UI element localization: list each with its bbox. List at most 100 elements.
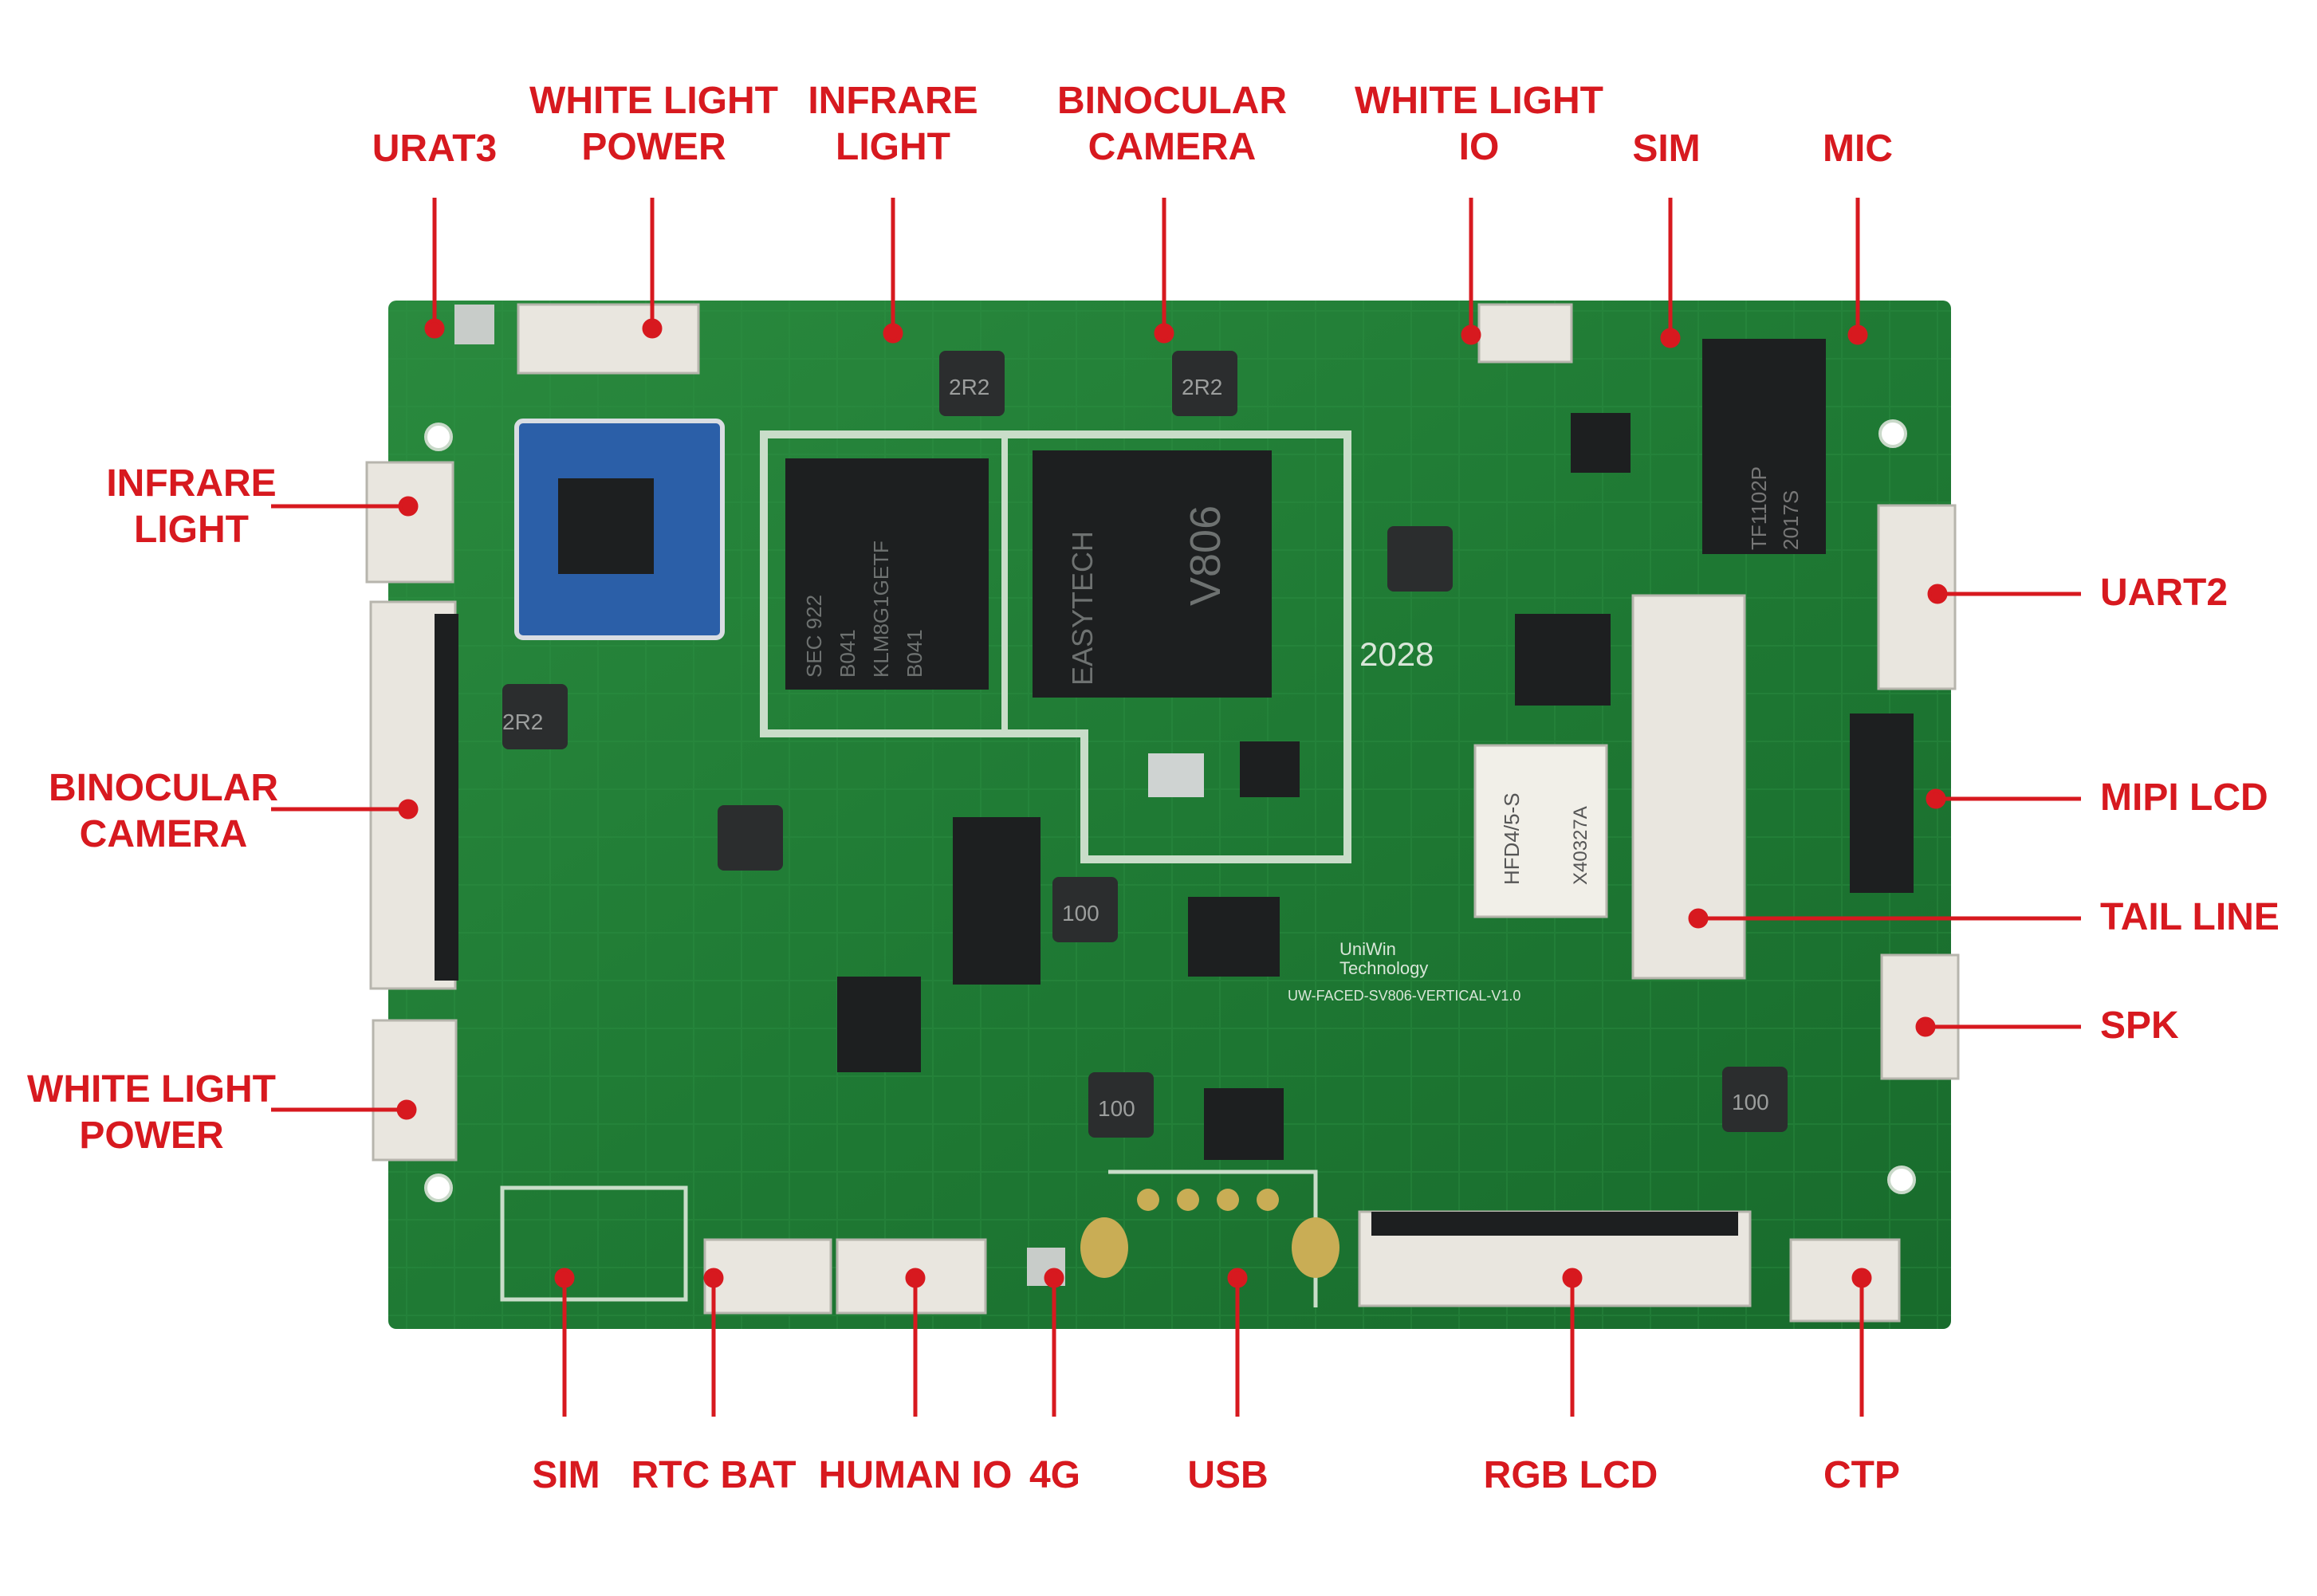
wifi-module <box>514 419 725 640</box>
label-white-light-power-left: WHITE LIGHT POWER <box>12 1067 291 1159</box>
label-white-light-io-line1: WHITE LIGHT <box>1355 80 1603 122</box>
label-rgb-lcd-line1: RGB LCD <box>1483 1454 1658 1496</box>
label-binocular-camera-top: BINOCULAR CAMERA <box>1037 78 1308 171</box>
label-white-light-power-top-line2: POWER <box>581 126 726 168</box>
label-infrare-light-left-line1: INFRARE <box>106 462 277 505</box>
leader-dot-rtc-bat <box>703 1268 724 1288</box>
label-mipi-lcd: MIPI LCD <box>2100 775 2307 821</box>
label-4g-line1: 4G <box>1029 1454 1081 1496</box>
leader-dot-infrare-light-top <box>883 323 903 344</box>
label-mic-line1: MIC <box>1823 128 1893 170</box>
emmc-text-4: B041 <box>903 629 926 678</box>
transformer-text-2: 2017S <box>1779 490 1803 550</box>
label-sim-bottom: SIM <box>510 1453 622 1499</box>
label-white-light-power-left-line2: POWER <box>79 1114 224 1157</box>
label-infrare-light-left-line2: LIGHT <box>134 509 249 551</box>
label-sim-bottom-line1: SIM <box>532 1454 600 1496</box>
leader-dot-sim-bottom <box>554 1268 575 1288</box>
label-rgb-lcd: RGB LCD <box>1463 1453 1678 1499</box>
emmc-text-2: B041 <box>836 629 860 678</box>
label-rtc-bat-line1: RTC BAT <box>631 1454 797 1496</box>
brand-text-2: Technology <box>1339 958 1428 978</box>
label-binocular-camera-left-line1: BINOCULAR <box>49 767 278 809</box>
label-binocular-camera-left: BINOCULAR CAMERA <box>32 765 295 858</box>
leader-dot-sim-top <box>1660 328 1681 348</box>
label-infrare-light-top-line1: INFRARE <box>808 80 978 122</box>
emmc-text-1: SEC 922 <box>802 595 826 678</box>
label-mipi-lcd-line1: MIPI LCD <box>2100 776 2268 819</box>
label-usb-line1: USB <box>1187 1454 1269 1496</box>
label-ctp-line1: CTP <box>1823 1454 1900 1496</box>
silkscreen-frame <box>760 430 1351 863</box>
leader-dot-spk <box>1915 1016 1936 1037</box>
soc-text-1: EASYTECH <box>1066 531 1099 686</box>
label-uart2: UART2 <box>2100 570 2291 616</box>
label-sim-top: SIM <box>1611 126 1722 172</box>
label-infrare-light-top-line2: LIGHT <box>836 126 950 168</box>
leader-dot-binocular-camera-left <box>398 799 419 820</box>
leader-dot-tail-line <box>1688 908 1709 929</box>
inductor-100-text-2: 100 <box>1098 1096 1135 1121</box>
label-spk-line1: SPK <box>2100 1004 2179 1047</box>
label-human-io-line1: HUMAN IO <box>818 1454 1013 1496</box>
label-white-light-power-left-line1: WHITE LIGHT <box>27 1068 276 1111</box>
relay-text-1: HFD4/5-S <box>1500 792 1524 885</box>
ics <box>837 413 1631 1160</box>
label-ctp: CTP <box>1806 1453 1918 1499</box>
leader-dot-infrare-light-left <box>398 496 419 517</box>
soc-text-2: V806 <box>1182 505 1229 606</box>
leader-dot-ctp <box>1851 1268 1872 1288</box>
relay <box>1473 744 1608 918</box>
leader-dot-mipi-lcd <box>1926 788 1946 809</box>
year-text: 2028 <box>1359 635 1434 673</box>
label-white-light-power-top-line1: WHITE LIGHT <box>529 80 778 122</box>
leader-dot-usb <box>1227 1268 1248 1288</box>
label-white-light-power-top: WHITE LIGHT POWER <box>502 78 805 171</box>
relay-text-2: X40327A <box>1570 806 1591 885</box>
emmc-text-3: KLM8G1GETF <box>869 541 893 678</box>
inductor-2r2-text-3: 2R2 <box>502 710 543 734</box>
leader-dot-white-light-io <box>1461 324 1481 345</box>
leader-dot-4g <box>1044 1268 1064 1288</box>
model-text: UW-FACED-SV806-VERTICAL-V1.0 <box>1288 988 1520 1004</box>
soc-chip <box>1033 450 1272 698</box>
transformer <box>1702 339 1826 554</box>
label-rtc-bat: RTC BAT <box>618 1453 809 1499</box>
inductor-100-text-1: 100 <box>1062 901 1099 926</box>
leader-lines <box>271 198 2081 1417</box>
label-infrare-light-left: INFRARE LIGHT <box>88 461 295 553</box>
pcb-body <box>388 301 1951 1329</box>
emmc-chip <box>785 458 989 690</box>
label-4g: 4G <box>1015 1453 1095 1499</box>
leader-dot-binocular-camera-top <box>1154 323 1174 344</box>
leader-dot-rgb-lcd <box>1562 1268 1583 1288</box>
label-sim-top-line1: SIM <box>1632 128 1701 170</box>
label-binocular-camera-top-line2: CAMERA <box>1088 126 1257 168</box>
label-infrare-light-top: INFRARE LIGHT <box>789 78 997 171</box>
label-spk: SPK <box>2100 1003 2260 1049</box>
inductor-2r2-text-1: 2R2 <box>949 375 989 399</box>
leader-dot-human-io <box>905 1268 926 1288</box>
leader-dot-mic <box>1847 324 1868 345</box>
label-usb: USB <box>1156 1453 1300 1499</box>
leader-dot-white-light-power-left <box>396 1099 417 1120</box>
label-human-io: HUMAN IO <box>804 1453 1027 1499</box>
label-tail-line: TAIL LINE <box>2100 894 2307 941</box>
inductor-100-text-3: 100 <box>1732 1090 1769 1114</box>
leader-dot-white-light-power-top <box>642 318 663 339</box>
leader-dot-uart2 <box>1927 584 1948 604</box>
inductor-2r2-text-2: 2R2 <box>1182 375 1222 399</box>
label-urat3: URAT3 <box>355 126 514 172</box>
label-binocular-camera-top-line1: BINOCULAR <box>1057 80 1287 122</box>
label-binocular-camera-left-line2: CAMERA <box>79 813 248 855</box>
label-uart2-line1: UART2 <box>2100 572 2228 614</box>
label-tail-line-line1: TAIL LINE <box>2100 896 2280 938</box>
label-mic: MIC <box>1802 126 1914 172</box>
label-white-light-io-line2: IO <box>1458 126 1500 168</box>
brand-text-1: UniWin <box>1339 939 1396 959</box>
label-white-light-io: WHITE LIGHT IO <box>1328 78 1631 171</box>
leader-dot-urat3 <box>424 318 445 339</box>
label-urat3-line1: URAT3 <box>372 128 498 170</box>
